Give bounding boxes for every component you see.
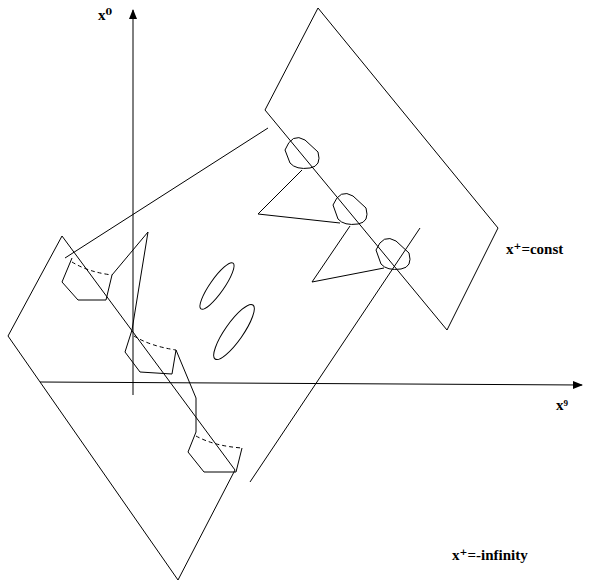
plane-infinity: [8, 236, 235, 580]
worldsheet-edge: [65, 128, 268, 258]
axis-label: x⁰: [98, 8, 112, 23]
plane-label: x⁺=const: [506, 242, 563, 257]
initial-string: [72, 262, 112, 275]
axis-label: x⁹: [556, 398, 568, 413]
initial-string: [134, 336, 176, 350]
initial-string: [196, 436, 242, 448]
initial-string: [188, 432, 242, 472]
string-loop: [208, 300, 261, 364]
closed-string: [285, 138, 319, 169]
string-zigzag: [312, 226, 384, 282]
time-axis: [133, 10, 134, 395]
plane-label: x⁺=-infinity: [452, 548, 528, 563]
string-zigzag: [176, 350, 196, 432]
initial-string: [62, 258, 112, 300]
string-loop: [195, 259, 239, 313]
initial-string: [125, 330, 176, 374]
worldsheet-edge: [250, 228, 420, 482]
closed-string: [376, 238, 410, 269]
string-zigzag: [258, 170, 340, 223]
string-zigzag: [112, 232, 148, 330]
space-axis: [40, 382, 582, 385]
closed-string: [333, 193, 367, 224]
plane-const: [265, 8, 498, 330]
